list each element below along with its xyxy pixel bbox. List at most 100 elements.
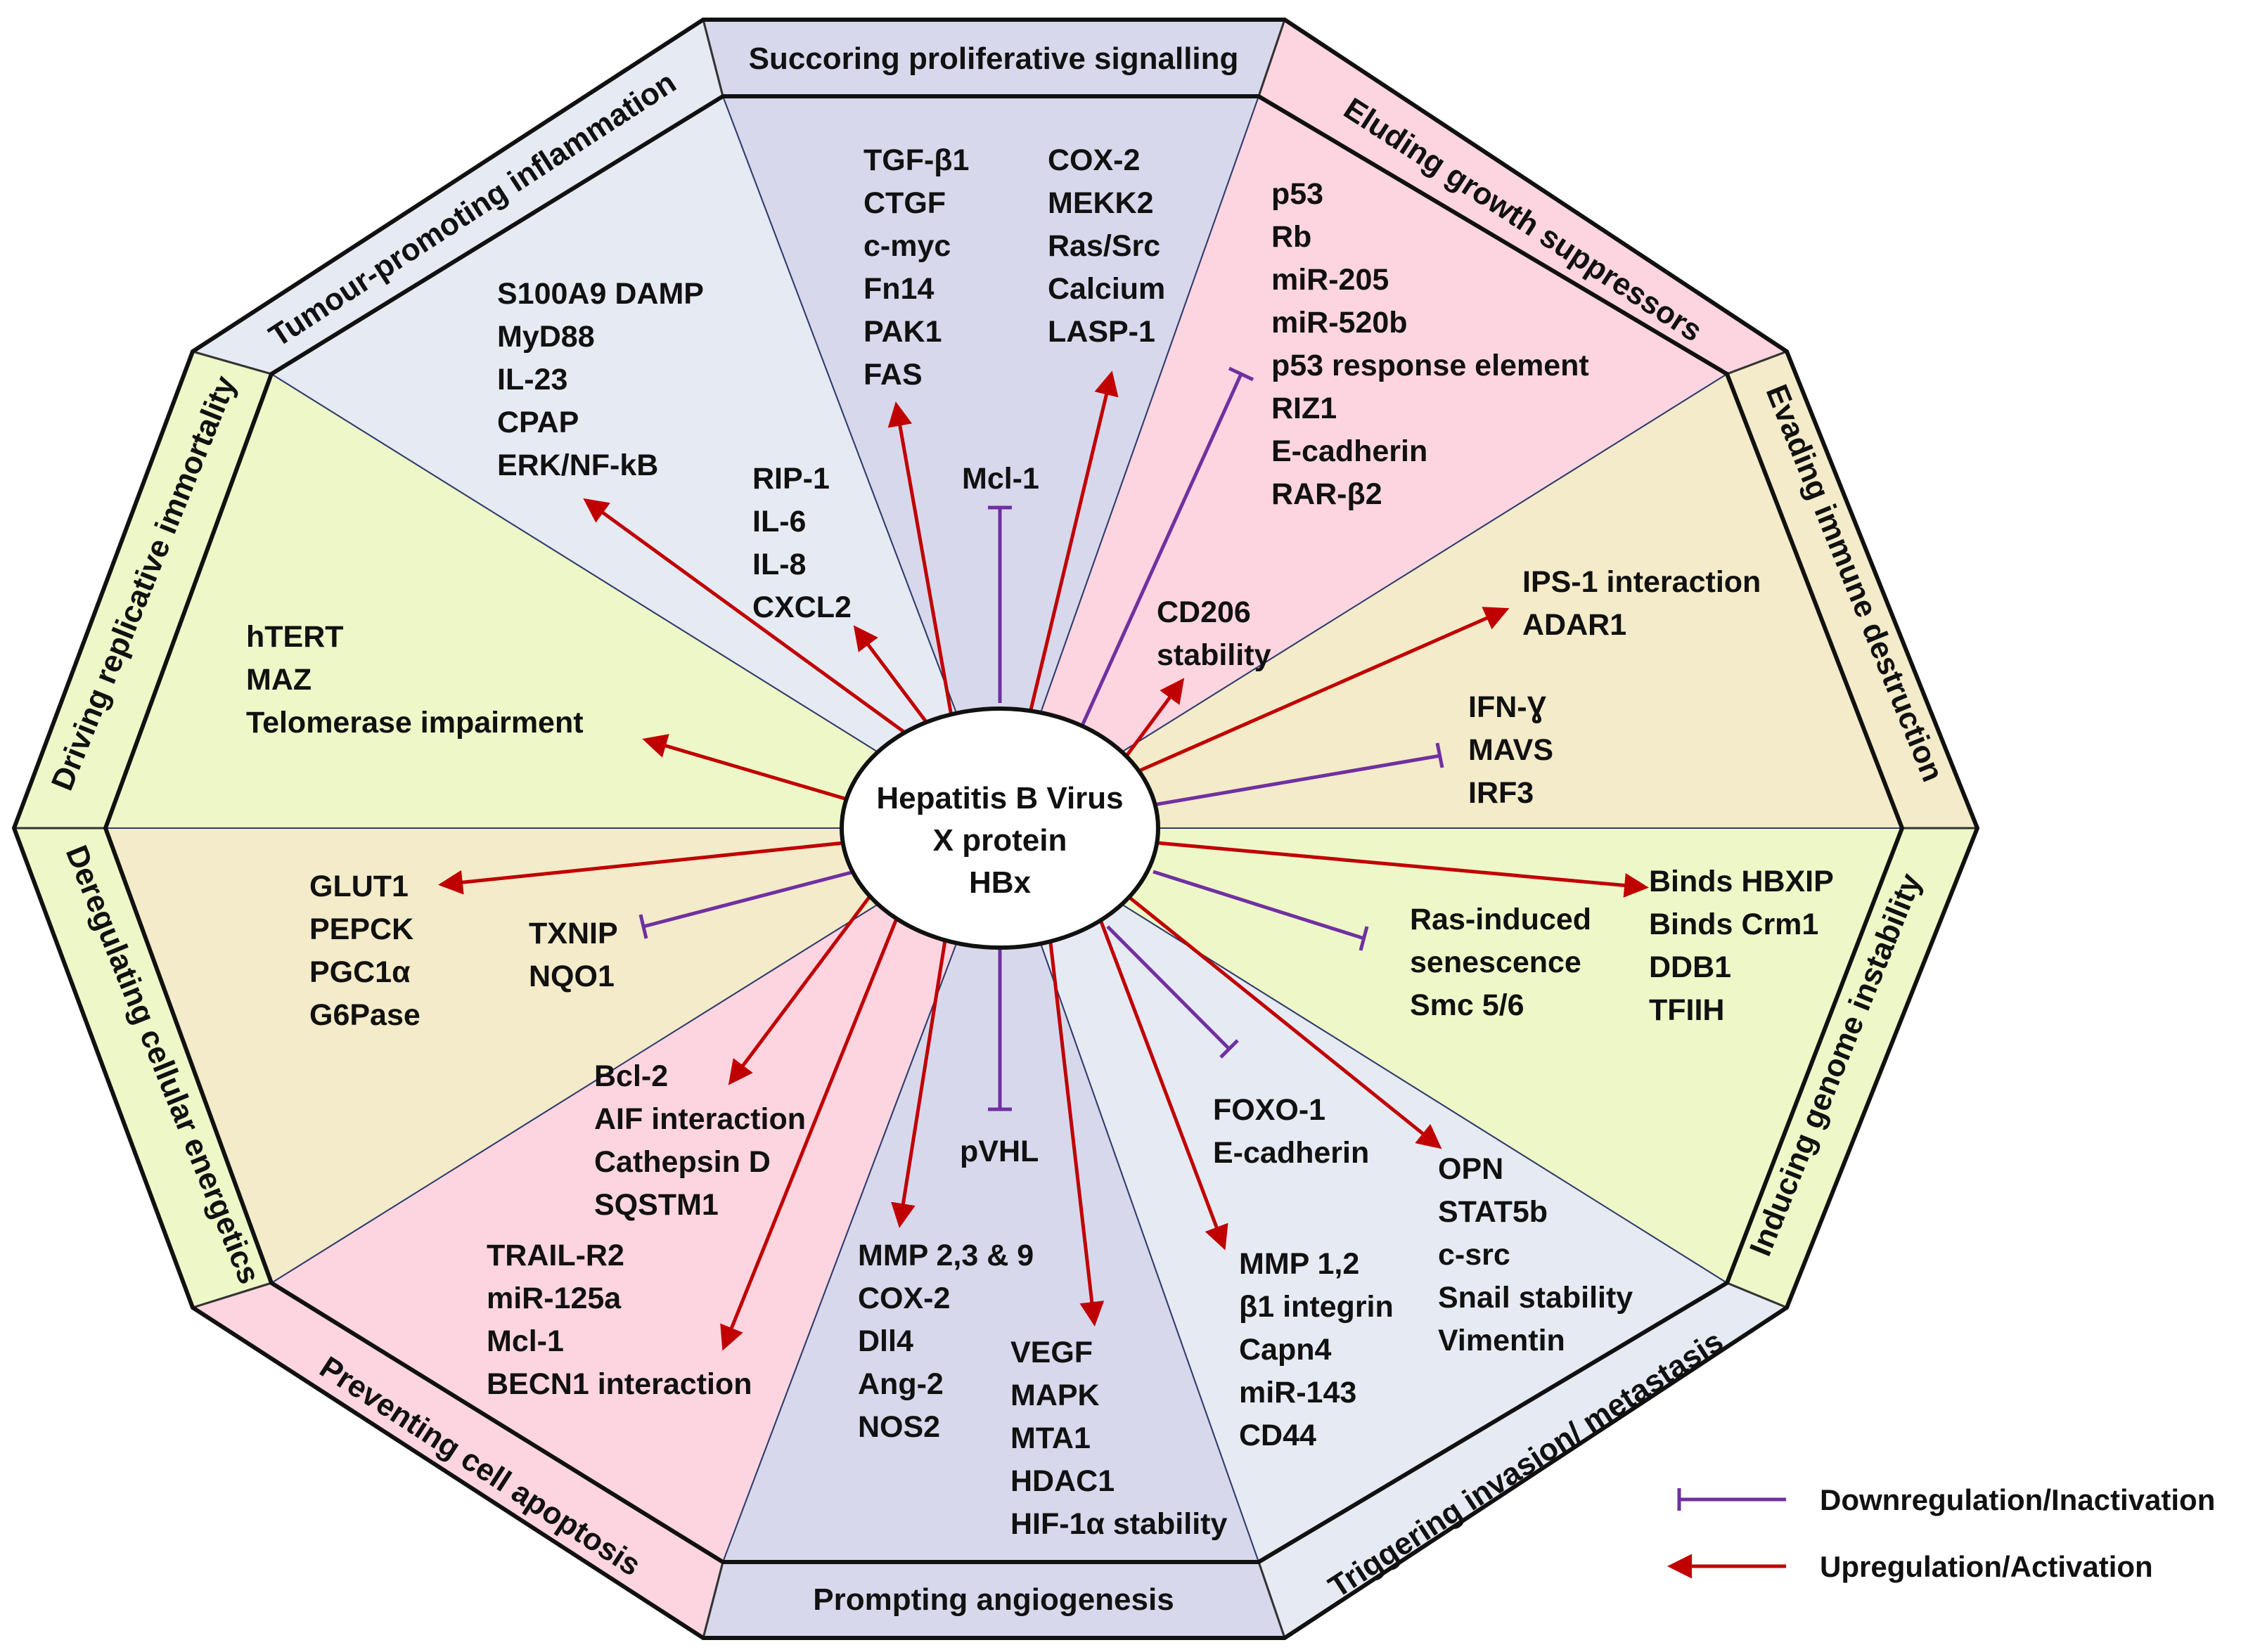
- label-item: TGF-β1: [863, 143, 969, 177]
- label-item: p53 response element: [1271, 349, 1589, 382]
- arrow-to-inflam-b: [853, 625, 928, 724]
- label-item: NQO1: [529, 960, 615, 993]
- label-item: MAZ: [246, 663, 312, 697]
- arrow-to-apop-a: [728, 881, 882, 1085]
- arrow-to-genome: [1149, 840, 1649, 898]
- label-item: GLUT1: [309, 870, 409, 903]
- label-item: CD44: [1239, 1419, 1316, 1452]
- label-item: OPN: [1438, 1152, 1503, 1186]
- group-prolif-down: Mcl-1: [962, 462, 1039, 496]
- inhibit-genome-bar: [1359, 926, 1369, 951]
- arrow-to-angio-b: [1046, 917, 1105, 1327]
- ring-bands: [12, 18, 1979, 1640]
- arrow-to-invasion-a: [1115, 886, 1442, 1149]
- label-item: ADAR1: [1522, 608, 1626, 642]
- label-item: SQSTM1: [594, 1188, 719, 1222]
- arrow-to-angio-a: [891, 913, 951, 1228]
- label-item: c-src: [1438, 1238, 1510, 1272]
- arrow-to-invasion-b: [1093, 906, 1228, 1251]
- label-item: TRAIL-R2: [487, 1239, 624, 1272]
- label-item: NOS2: [858, 1410, 940, 1444]
- label-item: CPAP: [497, 406, 579, 439]
- label-item: MAVS: [1468, 733, 1553, 767]
- inhibit-suppressors: [1081, 373, 1243, 725]
- label-item: Telomerase impairment: [246, 706, 584, 740]
- label-item: Mcl-1: [487, 1324, 564, 1358]
- label-item: CTGF: [863, 186, 946, 220]
- label-item: G6Pase: [309, 998, 420, 1032]
- arrow-to-energy: [438, 840, 852, 895]
- label-item: RIZ1: [1271, 392, 1337, 425]
- arrow-to-cd206: [1123, 678, 1185, 759]
- label-item: IFN-Ɣ: [1468, 690, 1547, 724]
- label-item: stability: [1157, 638, 1271, 672]
- label-item: IL-6: [752, 505, 806, 538]
- hbx-center: [840, 706, 1160, 950]
- label-item: PGC1α: [309, 955, 411, 989]
- outer-border: [11, 18, 1980, 1640]
- inhibit-energy-bar: [638, 914, 648, 939]
- label-item: Bcl-2: [594, 1059, 668, 1093]
- label-item: HIF-1α stability: [1010, 1507, 1227, 1541]
- legend-down-label: Downregulation/Inactivation: [1820, 1483, 2215, 1516]
- label-item: pVHL: [960, 1135, 1039, 1168]
- title-proliferative: Succoring proliferative signalling: [749, 41, 1239, 76]
- group-cd206: CD206 stability: [1157, 595, 1271, 672]
- label-item: MMP 1,2: [1239, 1247, 1359, 1281]
- label-item: CD206: [1157, 595, 1251, 629]
- arrow-to-prolif-a: [887, 401, 958, 744]
- label-item: Ang-2: [858, 1367, 944, 1401]
- label-item: β1 integrin: [1239, 1290, 1394, 1324]
- label-item: DDB1: [1649, 950, 1731, 984]
- label-item: miR-205: [1271, 263, 1389, 297]
- label-item: MyD88: [497, 320, 595, 354]
- label-item: MAPK: [1010, 1379, 1100, 1412]
- up-arrows: [438, 370, 1649, 1351]
- label-item: PEPCK: [309, 912, 413, 946]
- label-item: Binds Crm1: [1649, 908, 1818, 941]
- label-item: Vimentin: [1438, 1324, 1565, 1357]
- label-item: HDAC1: [1010, 1464, 1115, 1498]
- label-item: hTERT: [246, 620, 344, 654]
- label-item: Capn4: [1239, 1333, 1332, 1367]
- label-item: Smc 5/6: [1410, 988, 1524, 1022]
- label-item: Rb: [1271, 220, 1311, 254]
- label-item: IL-23: [497, 363, 567, 396]
- label-item: RAR-β2: [1271, 477, 1382, 511]
- label-item: Calcium: [1048, 272, 1165, 306]
- inhibit-genome: [1153, 870, 1365, 941]
- legend-up-label: Upregulation/Activation: [1820, 1550, 2153, 1583]
- label-item: MMP 2,3 & 9: [858, 1239, 1034, 1272]
- label-item: IL-8: [752, 548, 806, 581]
- label-item: Fn14: [863, 272, 934, 306]
- label-item: miR-125a: [487, 1282, 622, 1315]
- label-item: senescence: [1410, 946, 1581, 979]
- inner-sectors: [104, 95, 1903, 1563]
- label-item: Ras/Src: [1048, 229, 1160, 263]
- label-item: S100A9 DAMP: [497, 277, 704, 311]
- arrow-to-apop-b: [720, 901, 906, 1351]
- label-item: COX-2: [858, 1282, 950, 1315]
- center-line-1: Hepatitis B Virus: [876, 781, 1123, 815]
- inhibit-invasion-bar: [1219, 1039, 1239, 1059]
- center-line-3: HBx: [969, 865, 1032, 900]
- title-angiogenesis: Prompting angiogenesis: [813, 1582, 1174, 1617]
- label-item: E-cadherin: [1271, 434, 1427, 468]
- label-item: p53: [1271, 177, 1323, 211]
- label-item: AIF interaction: [594, 1102, 806, 1136]
- label-item: FOXO-1: [1213, 1093, 1325, 1127]
- label-item: Mcl-1: [962, 462, 1039, 496]
